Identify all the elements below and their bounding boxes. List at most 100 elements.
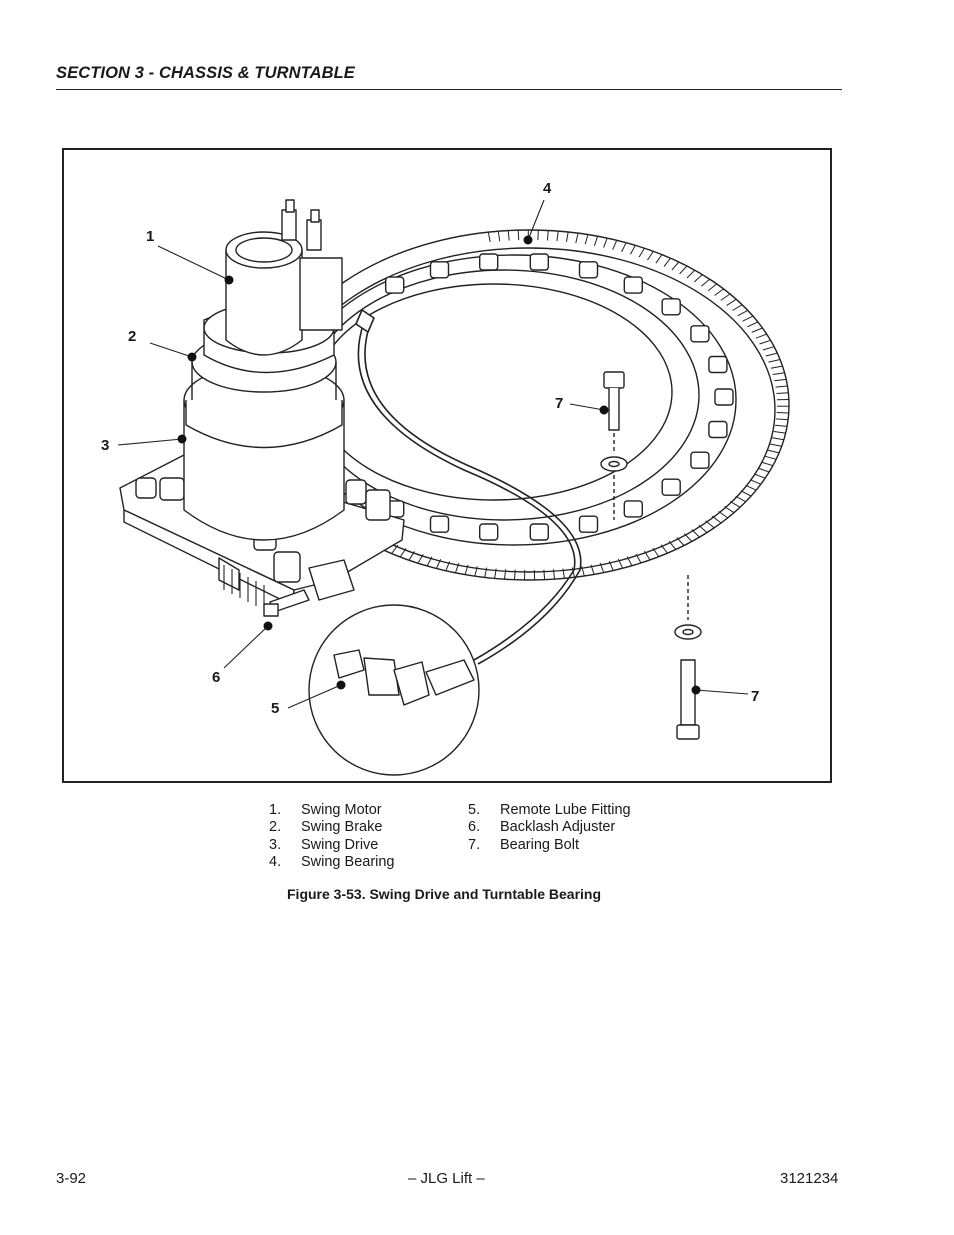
gear-tooth xyxy=(726,298,737,306)
gear-tooth xyxy=(764,455,777,460)
gear-tooth xyxy=(768,359,781,363)
callout-dots xyxy=(177,235,701,695)
lube-fitting-inset xyxy=(308,604,480,776)
gear-tooth xyxy=(504,569,507,580)
gear-tooth xyxy=(546,230,549,241)
gear-tooth xyxy=(464,564,469,575)
gear-tooth xyxy=(761,461,774,467)
legend-label: Backlash Adjuster xyxy=(500,819,616,836)
legend-number: 5. xyxy=(468,802,481,818)
bolt-head xyxy=(623,276,643,294)
section-header: SECTION 3 - CHASSIS & TURNTABLE xyxy=(56,64,355,82)
gear-tooth xyxy=(774,378,787,382)
gear-tooth xyxy=(426,556,433,567)
gear-tooth xyxy=(683,533,693,542)
lube-hose xyxy=(355,309,582,665)
header-rule xyxy=(56,89,842,90)
legend-right: 5. Remote Lube Fitting 6. Backlash Adjuste… xyxy=(468,802,631,854)
callout-7-lower: 7 xyxy=(751,688,760,705)
callout-5: 5 xyxy=(271,700,280,717)
gear-tooth xyxy=(714,288,724,296)
gear-tooth xyxy=(562,568,565,579)
gear-tooth xyxy=(775,424,788,427)
gear-tooth xyxy=(593,236,599,246)
figure-frame: 1 2 3 4 5 6 7 7 xyxy=(62,148,832,783)
bolt-head xyxy=(385,276,405,294)
gear-tooth xyxy=(679,265,688,275)
gear-tooth xyxy=(754,473,766,479)
gear-tooth xyxy=(621,242,627,253)
bearing-bolt-upper xyxy=(600,371,628,520)
gear-tooth xyxy=(552,569,556,580)
gear-tooth xyxy=(707,283,718,292)
legend-number: 7. xyxy=(468,836,481,853)
bolt-head xyxy=(429,261,450,279)
gear-tooth xyxy=(772,372,785,375)
gear-tooth xyxy=(747,321,759,328)
gear-tooth xyxy=(691,529,700,538)
gear-tooth xyxy=(575,232,579,244)
swing-motor xyxy=(225,199,343,356)
bolt-head xyxy=(708,355,728,374)
footer-brand: – JLG Lift – xyxy=(408,1170,485,1187)
bolt-head xyxy=(479,523,499,541)
bolt-head xyxy=(429,515,450,533)
gear-tooth xyxy=(730,500,741,508)
gear-tooth xyxy=(660,544,668,554)
gear-tooth xyxy=(603,237,608,248)
gear-tooth xyxy=(599,562,605,573)
gear-tooth xyxy=(608,560,614,571)
legend-label: Bearing Bolt xyxy=(500,836,579,853)
legend-item: 1. Swing Motor xyxy=(269,802,395,819)
gear-tooth xyxy=(735,495,746,503)
gear-tooth xyxy=(745,484,757,491)
gear-tooth xyxy=(497,231,501,242)
legend-number: 6. xyxy=(468,819,481,836)
callout-1: 1 xyxy=(146,228,155,245)
swing-drive-illustration xyxy=(117,199,790,776)
legend-item: 7. Bearing Bolt xyxy=(468,837,631,854)
gear-tooth xyxy=(765,352,778,357)
legend-item: 5. Remote Lube Fitting xyxy=(468,802,631,819)
gear-tooth xyxy=(399,548,407,558)
legend-label: Swing Motor xyxy=(301,802,382,818)
gear-tooth xyxy=(737,309,748,317)
callout-6: 6 xyxy=(212,669,221,686)
page-number: 3-92 xyxy=(56,1170,87,1187)
bolt-head xyxy=(714,388,734,406)
legend-item: 3.Swing Drive xyxy=(269,837,395,854)
legend-number: 4. xyxy=(269,854,282,871)
gear-tooth xyxy=(655,254,663,264)
gear-tooth xyxy=(668,540,677,550)
gear-tooth xyxy=(749,479,761,485)
gear-tooth xyxy=(724,506,735,514)
bolt-head xyxy=(578,515,599,533)
bearing-bolt-lower xyxy=(674,575,702,740)
gear-tooth xyxy=(487,232,491,243)
backlash-adjuster xyxy=(263,559,355,617)
gear-tooth xyxy=(720,293,731,301)
gear-tooth xyxy=(776,392,789,394)
legend-number: 1. xyxy=(269,802,282,818)
gear-tooth xyxy=(740,490,752,497)
gear-tooth xyxy=(742,315,754,322)
gear-tooth xyxy=(700,278,711,287)
gear-tooth xyxy=(671,261,680,271)
legend-label: Remote Lube Fitting xyxy=(500,802,631,818)
gear-tooth xyxy=(776,418,789,421)
gear-tooth xyxy=(590,564,595,575)
gear-tooth xyxy=(635,553,642,564)
gear-tooth xyxy=(755,333,767,339)
legend-item: 6. Backlash Adjuster xyxy=(468,819,631,836)
gear-tooth xyxy=(626,556,633,566)
bolt-head xyxy=(578,261,599,279)
gear-tooth xyxy=(581,566,585,577)
gear-tooth xyxy=(638,247,645,258)
gear-tooth xyxy=(445,561,451,571)
bolt-head xyxy=(623,500,643,518)
gear-tooth xyxy=(698,524,708,533)
gear-tooth xyxy=(507,230,510,241)
gear-tooth xyxy=(769,443,782,447)
legend-label: Swing Brake xyxy=(301,819,383,836)
gear-tooth xyxy=(435,558,442,569)
